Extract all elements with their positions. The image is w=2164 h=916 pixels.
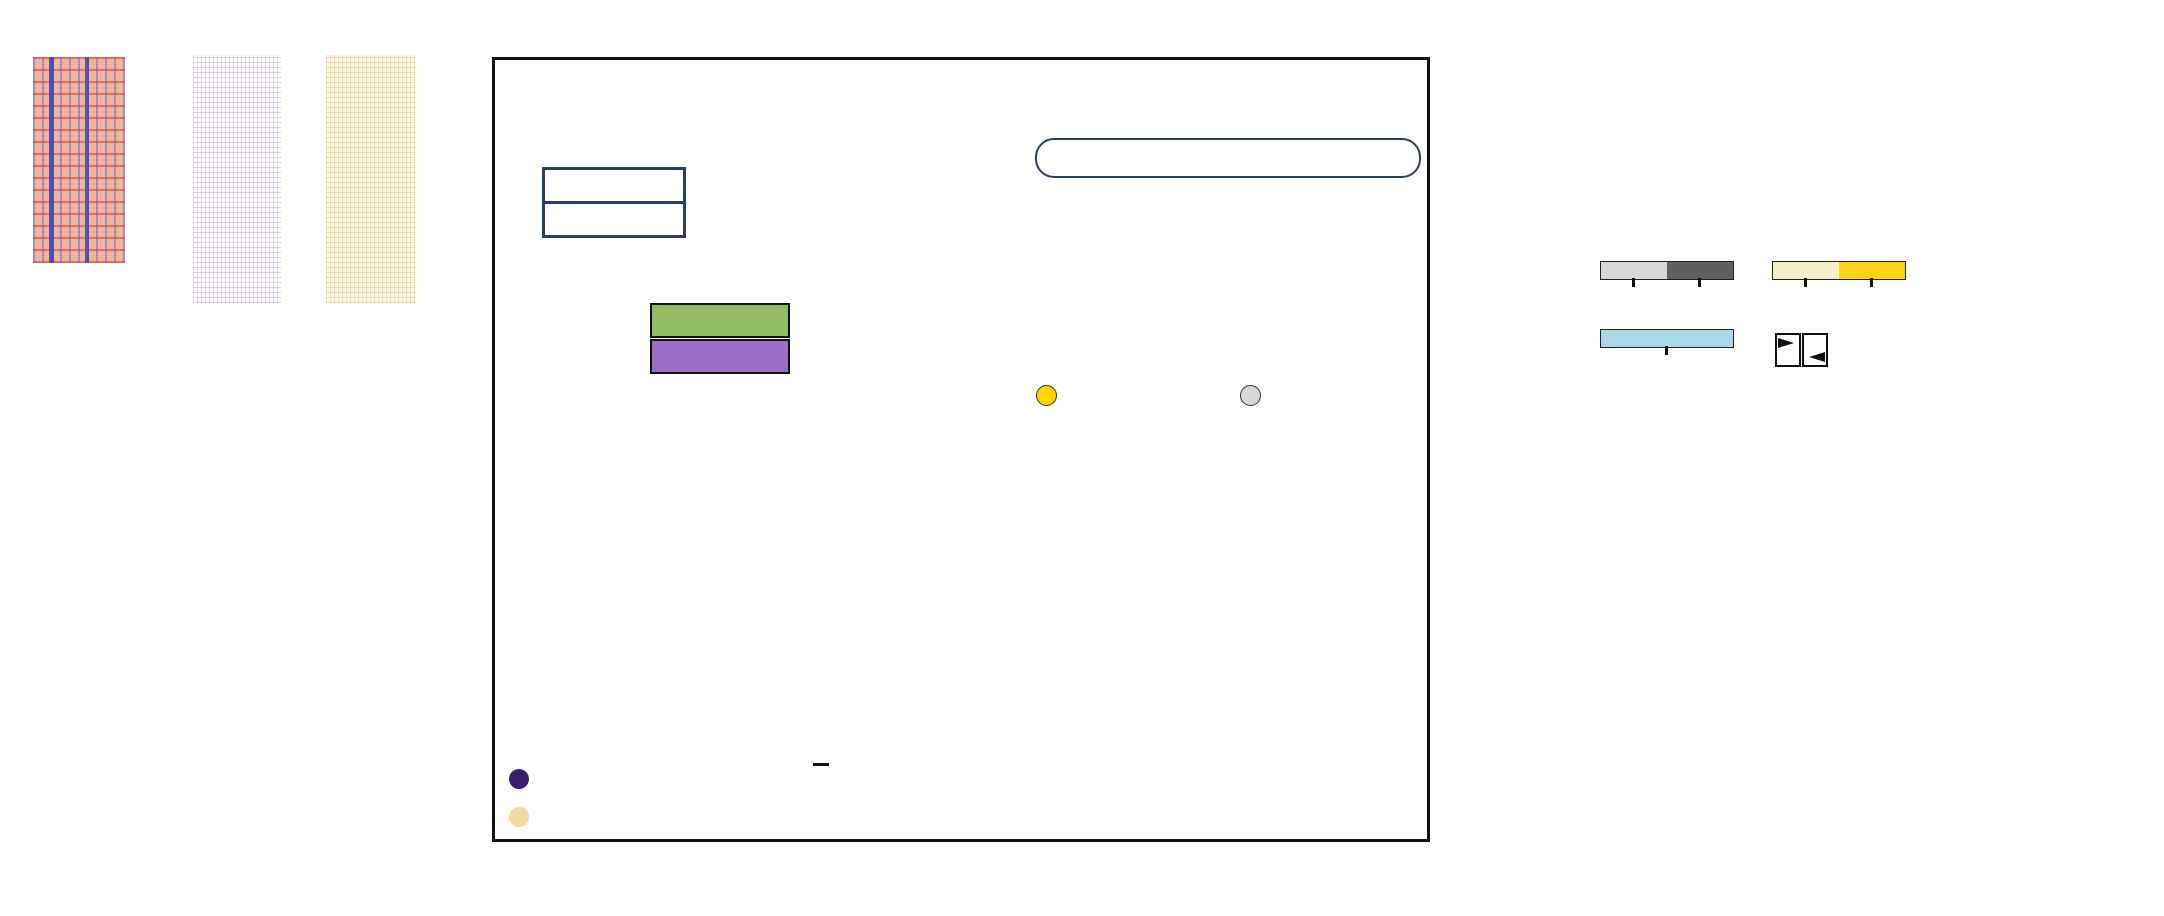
baf-fraction	[813, 762, 829, 767]
transcript-counts-matrix	[33, 57, 125, 263]
cn-bar-3	[1772, 261, 1906, 280]
mirrored-event-icon-left	[1775, 333, 1801, 367]
total-allele-counts-matrix	[326, 55, 415, 303]
clone1-rdr-heatmap	[1035, 221, 1417, 245]
normal-legend-dot	[509, 807, 529, 827]
param1-state-dot	[1036, 385, 1057, 406]
alt-counts-row	[542, 201, 686, 238]
haplotype2-row	[650, 339, 790, 374]
clonem-baf-heatmap	[1035, 356, 1417, 376]
cn-tick	[1665, 346, 1668, 355]
clone1-baf-heatmap	[1035, 247, 1417, 272]
cn-tick	[1870, 278, 1873, 287]
chromosome-ideogram	[1035, 138, 1421, 178]
cn-bar-2	[1600, 261, 1734, 280]
haplotype1-row	[650, 303, 790, 338]
cn-tick	[1698, 278, 1701, 287]
ref-counts-row	[542, 167, 686, 204]
tumor-legend-dot	[509, 769, 529, 789]
clonem-rdr-heatmap	[1035, 333, 1417, 354]
mirrored-event-icon-right	[1802, 333, 1828, 367]
alt-allele-counts-matrix	[193, 55, 281, 303]
cn-tick	[1804, 278, 1807, 287]
cn-tick	[1632, 278, 1635, 287]
calicost-box	[492, 57, 1430, 842]
param2-state-dot	[1240, 385, 1261, 406]
baf-loh-text	[698, 762, 938, 767]
